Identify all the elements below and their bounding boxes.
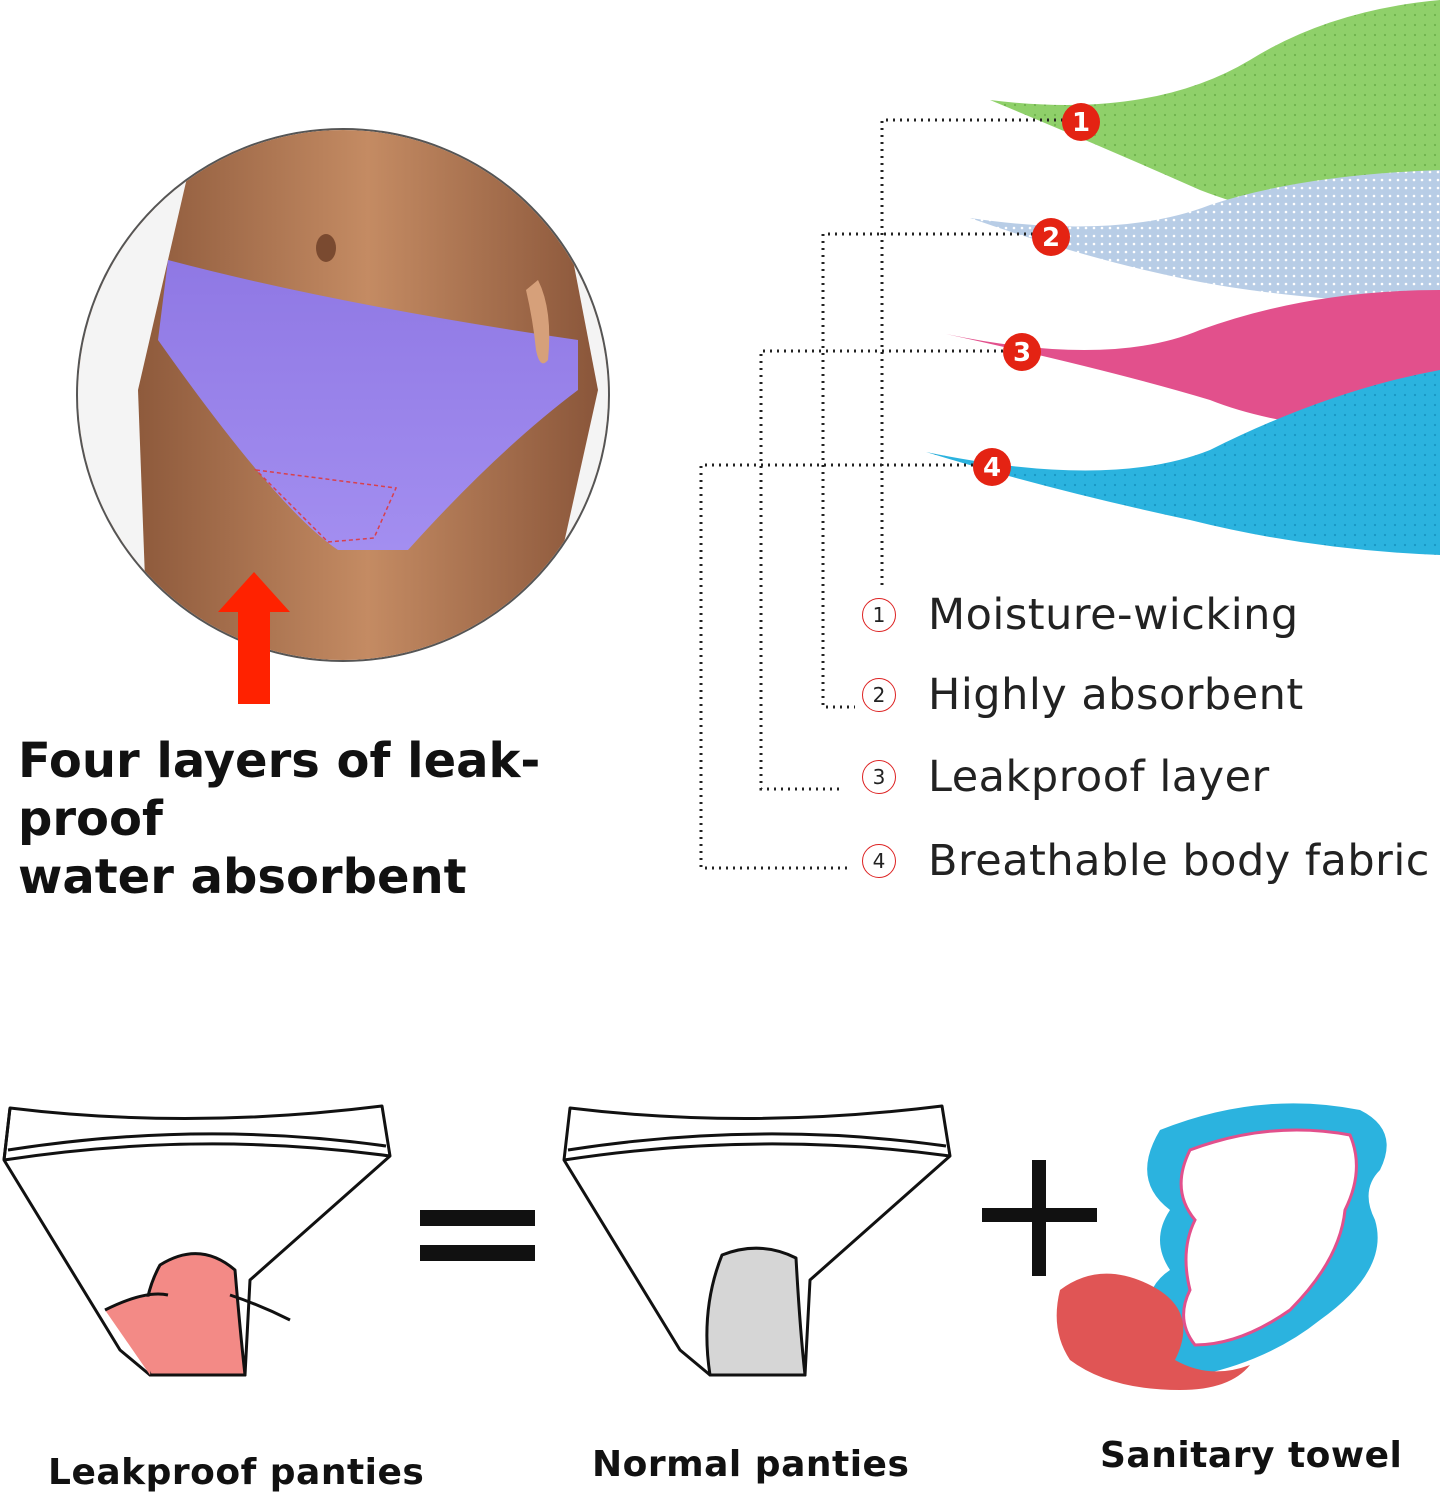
legend-item-2: 2 Highly absorbent — [862, 670, 1304, 720]
badge-3: 3 — [1012, 338, 1032, 368]
legend-label-3: Leakproof layer — [928, 752, 1270, 802]
equals-icon — [420, 1210, 535, 1261]
caption-leakproof-panties: Leakproof panties — [48, 1452, 425, 1493]
layer-3-shape — [946, 290, 1440, 435]
legend-number-4: 4 — [862, 844, 896, 878]
red-arrow-icon — [218, 572, 290, 704]
leakproof-panties-icon — [2, 1104, 392, 1377]
product-photo — [76, 128, 610, 662]
fabric-layers-diagram — [699, 0, 1440, 870]
normal-panties-icon — [562, 1104, 952, 1377]
badge-1: 1 — [1071, 108, 1091, 138]
legend-item-3: 3 Leakproof layer — [862, 752, 1270, 802]
headline-line-2: water absorbent — [18, 849, 467, 905]
comparison-illustration — [2, 1103, 1387, 1390]
legend-label-1: Moisture-wicking — [928, 590, 1299, 640]
badge-2: 2 — [1041, 223, 1061, 253]
legend-label-2: Highly absorbent — [928, 670, 1304, 720]
legend-number-2: 2 — [862, 678, 896, 712]
plus-icon — [982, 1160, 1097, 1276]
layer-4-shape — [926, 370, 1440, 555]
caption-sanitary-towel: Sanitary towel — [1100, 1435, 1403, 1476]
layer-badges — [973, 103, 1100, 486]
legend-number-1: 1 — [862, 598, 896, 632]
headline: Four layers of leak-proof water absorben… — [18, 732, 678, 906]
headline-line-1: Four layers of leak-proof — [18, 733, 541, 847]
legend-number-3: 3 — [862, 760, 896, 794]
layer-2-shape — [970, 170, 1440, 305]
badge-4: 4 — [982, 453, 1002, 483]
legend-label-4: Breathable body fabric — [928, 836, 1430, 886]
sanitary-towel-icon — [1056, 1103, 1387, 1390]
caption-normal-panties: Normal panties — [592, 1444, 910, 1485]
legend-item-1: 1 Moisture-wicking — [862, 590, 1299, 640]
legend-item-4: 4 Breathable body fabric — [862, 836, 1430, 886]
